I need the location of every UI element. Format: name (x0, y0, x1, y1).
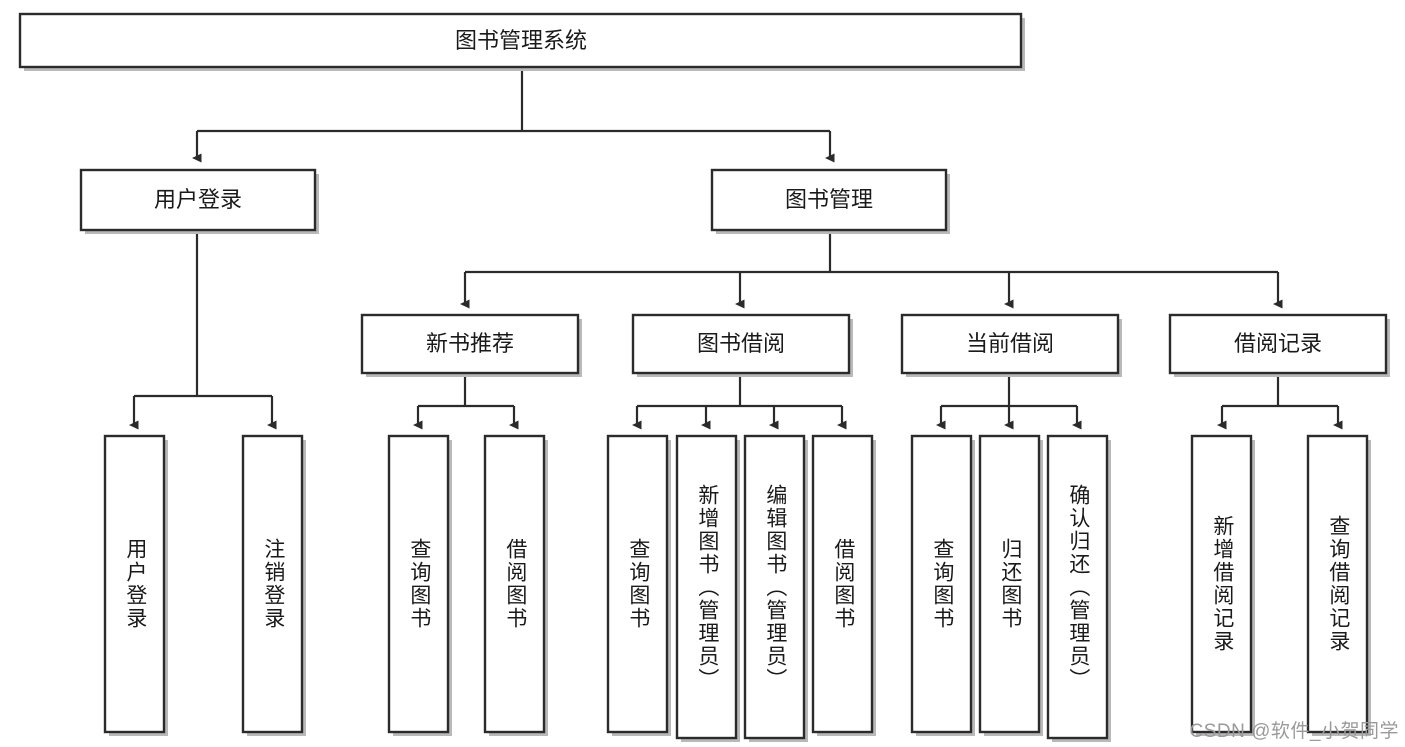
leaf-new-book-2[interactable] (483, 434, 548, 736)
leaf-borrow-record-1[interactable] (1190, 434, 1255, 736)
node-new-book-recommend[interactable]: 新书推荐 (360, 313, 582, 377)
leaf-box[interactable] (483, 434, 546, 734)
current-borrow-box[interactable] (900, 313, 1120, 375)
leaf-box[interactable] (811, 434, 874, 734)
node-user-login[interactable]: 用户登录 (79, 168, 319, 234)
leaf-current-borrow-3[interactable] (1046, 434, 1111, 742)
connectors-layer (129, 71, 1343, 430)
leaf-user-login-2[interactable] (241, 434, 306, 736)
leaf-book-borrow-4[interactable] (811, 434, 876, 736)
leaf-box[interactable] (1190, 434, 1253, 734)
leaf-current-borrow-1[interactable] (910, 434, 975, 736)
book-borrow-label: 图书借阅 (697, 331, 785, 356)
node-book-borrow[interactable]: 图书借阅 (631, 313, 853, 377)
book-manage-label: 图书管理 (785, 187, 873, 212)
book-borrow-box[interactable] (631, 313, 851, 375)
node-root[interactable]: 图书管理系统 (18, 12, 1025, 71)
leaf-box[interactable] (910, 434, 973, 734)
user-login-label: 用户登录 (154, 187, 242, 212)
leaf-new-book-1[interactable] (387, 434, 452, 736)
root-box[interactable] (18, 12, 1023, 69)
leaf-book-borrow-1[interactable] (606, 434, 671, 736)
leaf-borrow-record-2[interactable] (1306, 434, 1371, 736)
watermark-text: CSDN @软件_小贺同学 (1189, 721, 1399, 742)
root-label: 图书管理系统 (455, 28, 587, 53)
borrow-record-box[interactable] (1168, 313, 1388, 375)
leaf-box[interactable] (978, 434, 1041, 734)
borrow-record-label: 借阅记录 (1234, 331, 1322, 356)
user-login-box[interactable] (79, 168, 317, 232)
leaf-box[interactable] (606, 434, 669, 734)
leaf-box[interactable] (241, 434, 304, 734)
current-borrow-label: 当前借阅 (966, 331, 1054, 356)
leaf-user-login-1[interactable] (103, 434, 168, 736)
leaf-box[interactable] (1046, 434, 1109, 740)
new-book-box[interactable] (360, 313, 580, 375)
node-book-manage[interactable]: 图书管理 (710, 168, 950, 234)
leaf-book-borrow-3[interactable] (743, 434, 808, 742)
leaf-book-borrow-2[interactable] (675, 434, 740, 742)
node-borrow-record[interactable]: 借阅记录 (1168, 313, 1390, 377)
leaf-box[interactable] (743, 434, 806, 740)
book-manage-box[interactable] (710, 168, 948, 232)
leaf-current-borrow-2[interactable] (978, 434, 1043, 736)
node-current-borrow[interactable]: 当前借阅 (900, 313, 1122, 377)
leaf-box[interactable] (387, 434, 450, 734)
leaf-box[interactable] (675, 434, 738, 740)
new-book-label: 新书推荐 (426, 331, 514, 356)
leaf-box[interactable] (103, 434, 166, 734)
leaf-box[interactable] (1306, 434, 1369, 734)
